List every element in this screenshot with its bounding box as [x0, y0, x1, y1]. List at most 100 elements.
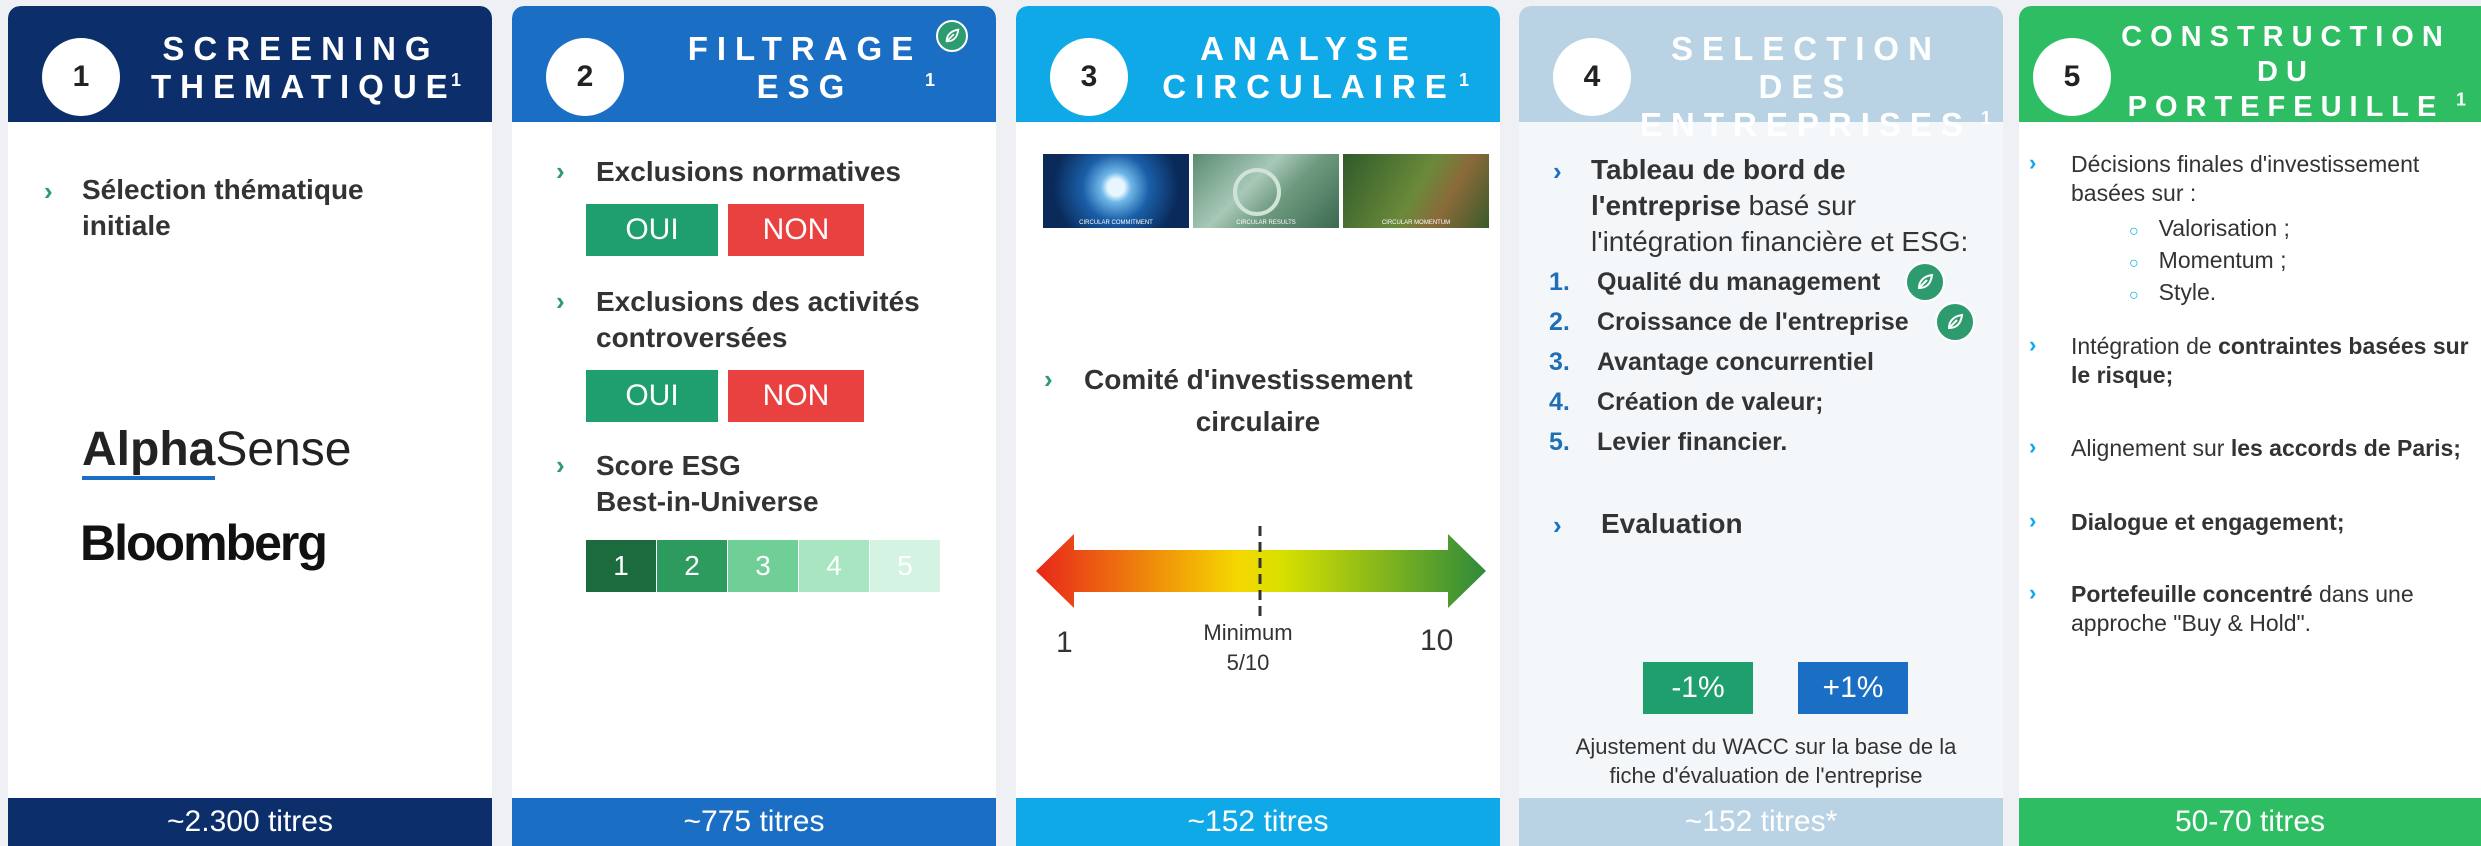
bloomberg-logo: Bloomberg — [80, 515, 328, 571]
step-1-column: 1 SCREENING THEMATIQUE1 › Sélection thém… — [8, 6, 492, 846]
alignement-text: Alignement sur les accords de Paris; — [2071, 435, 2461, 461]
alphasense-logo: AlphaSense — [82, 422, 351, 480]
criteria-number: 2. — [1549, 307, 1570, 336]
criteria-item: 5. Levier financier. — [1549, 422, 1909, 462]
circle-bullet-icon: ○ — [2129, 287, 2139, 304]
score-esg-title: Score ESG — [596, 450, 741, 481]
decisions-text: Décisions finales d'investissement basée… — [2071, 151, 2420, 206]
scale-min: 1 — [1056, 626, 1073, 659]
circular-commitment-image: CIRCULAR COMMITMENT — [1043, 154, 1189, 228]
score-cell: 4 — [799, 540, 869, 592]
leaf-icon — [1905, 262, 1945, 302]
wacc-note: Ajustement du WACC sur la base de la fic… — [1575, 734, 1957, 788]
criteria-label: Croissance de l'entreprise — [1597, 307, 1909, 336]
chevron-icon: › — [2029, 150, 2037, 175]
criteria-item: 2. Croissance de l'entreprise — [1549, 302, 1909, 342]
step-3-count: ~152 titres — [1016, 798, 1500, 846]
tableau-de-bord: Tableau de bord de l'entreprise basé sur… — [1591, 154, 1969, 257]
chevron-icon: › — [556, 286, 565, 316]
threshold-value: 5/10 — [1226, 650, 1270, 675]
bullet-exclusions-controverses: Exclusions des activités controversées — [596, 286, 920, 353]
portefeuille-text: Portefeuille concentré dans une approche… — [2071, 581, 2414, 636]
criteria-number: 5. — [1549, 427, 1570, 456]
plus-one-percent: +1% — [1798, 662, 1908, 714]
bullet-exclusions-normatives: Exclusions normatives — [596, 156, 902, 187]
dialogue-text: Dialogue et engagement; — [2071, 509, 2345, 535]
step-title: SCREENING THEMATIQUE1 — [150, 30, 461, 105]
step-number: 2 — [546, 38, 624, 116]
criteria-number: 3. — [1549, 347, 1570, 376]
step-1-count: ~2.300 titres — [8, 798, 492, 846]
criteria-number: 4. — [1549, 387, 1570, 416]
chevron-icon: › — [44, 176, 53, 206]
criteria-item: 1. Qualité du management — [1549, 262, 1909, 302]
oui-button: OUI — [586, 370, 718, 422]
step-4-count: ~152 titres* — [1519, 798, 2003, 846]
score-cell: 1 — [586, 540, 656, 592]
chevron-icon: › — [556, 156, 565, 186]
criteria-label: Levier financier. — [1597, 427, 1788, 456]
circular-momentum-image: CIRCULAR MOMENTUM — [1343, 154, 1489, 228]
decision-criteria-item: ○Valorisation ; — [2129, 215, 2290, 241]
criteria-item: 4. Création de valeur; — [1549, 382, 1909, 422]
integration-text: Intégration de contraintes basées sur le… — [2071, 333, 2469, 388]
score-esg-subtitle: Best-in-Universe — [596, 486, 819, 517]
criteria-label: Avantage concurrentiel — [1597, 347, 1874, 376]
chevron-icon: › — [2029, 580, 2037, 605]
circular-results-image: CIRCULAR RESULTS — [1193, 154, 1339, 228]
chevron-icon: › — [1553, 510, 1562, 540]
step-number: 1 — [42, 38, 120, 116]
chevron-icon: › — [2029, 332, 2037, 357]
bullet-selection-thematique: Sélection thématique initiale — [82, 174, 364, 241]
leaf-icon — [936, 20, 968, 52]
non-button: NON — [728, 204, 864, 256]
score-cell: 5 — [870, 540, 940, 592]
comite-line-1: Comité d'investissement — [1084, 364, 1413, 395]
decision-criteria-item: ○Style. — [2129, 279, 2217, 305]
decision-criteria-list: ○Valorisation ; ○Momentum ; ○Style. — [2129, 214, 2290, 310]
step-1-header: 1 SCREENING THEMATIQUE1 — [8, 6, 492, 122]
evaluation-label: Evaluation — [1601, 508, 1743, 539]
chevron-icon: › — [1044, 364, 1053, 394]
step-number: 3 — [1050, 38, 1128, 116]
criteria-number: 1. — [1549, 267, 1570, 296]
threshold-label: Minimum — [1203, 620, 1293, 645]
step-number: 4 — [1553, 38, 1631, 116]
scale-max: 10 — [1420, 624, 1454, 657]
score-cell: 3 — [728, 540, 798, 592]
comite-line-2: circulaire — [1195, 406, 1321, 437]
minus-one-percent: -1% — [1643, 662, 1753, 714]
non-button: NON — [728, 370, 864, 422]
step-2-count: ~775 titres — [512, 798, 996, 846]
criteria-label: Qualité du management — [1597, 267, 1881, 296]
score-cell: 2 — [657, 540, 727, 592]
leaf-icon — [1935, 302, 1975, 342]
chevron-icon: › — [2029, 434, 2037, 459]
criteria-label: Création de valeur; — [1597, 387, 1824, 416]
circle-bullet-icon: ○ — [2129, 255, 2139, 272]
circle-bullet-icon: ○ — [2129, 223, 2139, 240]
chevron-icon: › — [556, 450, 565, 480]
chevron-icon: › — [1553, 156, 1562, 186]
chevron-icon: › — [2029, 508, 2037, 533]
score-scale-arrow — [1036, 526, 1486, 616]
decision-criteria-item: ○Momentum ; — [2129, 247, 2287, 273]
criteria-item: 3. Avantage concurrentiel — [1549, 342, 1909, 382]
step-number: 5 — [2033, 38, 2111, 116]
step-5-count: 50-70 titres — [2019, 798, 2481, 846]
oui-button: OUI — [586, 204, 718, 256]
criteria-list: 1. Qualité du management 2. Croissance de l… — [1549, 262, 1909, 462]
